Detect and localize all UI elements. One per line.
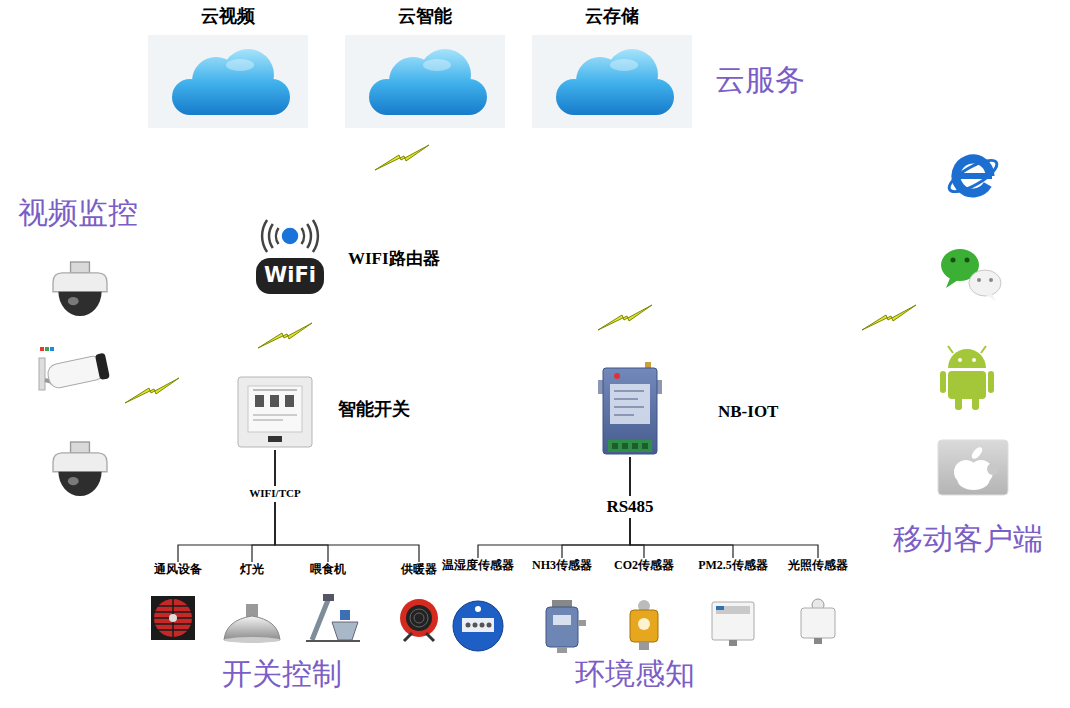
switched-device: 通风设备 bbox=[148, 562, 208, 642]
node-label: CO2传感器 bbox=[614, 558, 674, 572]
group-heading: 云服务 bbox=[715, 62, 805, 98]
node-label: 通风设备 bbox=[154, 562, 202, 576]
switched-device: 供暖器 bbox=[394, 562, 444, 642]
logo-text: WiFi bbox=[264, 263, 316, 288]
node-label: 云存储 bbox=[585, 6, 639, 28]
bus-wire bbox=[178, 450, 275, 562]
sensor: 温湿度传感器 bbox=[438, 558, 518, 654]
node-label: NB-IOT bbox=[718, 402, 778, 422]
sensor: CO2传感器 bbox=[610, 558, 678, 654]
sensor: NH3传感器 bbox=[528, 558, 596, 654]
node-label: NH3传感器 bbox=[532, 558, 592, 572]
node-label: 供暖器 bbox=[401, 562, 437, 576]
node-label: 光照传感器 bbox=[788, 558, 848, 572]
nb-iot-gateway: NB-IOT bbox=[600, 365, 784, 457]
node-label: PM2.5传感器 bbox=[698, 558, 768, 572]
bus-label: WIFI/TCP bbox=[246, 486, 303, 501]
smart-switch: 智能开关 bbox=[237, 375, 416, 450]
node-label: 温湿度传感器 bbox=[442, 558, 514, 572]
cloud-service: 云视频 bbox=[148, 6, 308, 129]
node-label: 喂食机 bbox=[310, 562, 346, 576]
sensor: 光照传感器 bbox=[784, 558, 852, 654]
cloud-service: 云存储 bbox=[532, 6, 692, 129]
group-heading: 环境感知 bbox=[575, 656, 695, 692]
label-holder: 移动客户端 bbox=[893, 521, 1043, 557]
group-heading: 视频监控 bbox=[18, 195, 138, 231]
bus-wire bbox=[630, 457, 818, 558]
edge-label-holder: WIFI/TCP bbox=[246, 486, 303, 501]
switched-device: 灯光 bbox=[222, 562, 282, 642]
node-label: 灯光 bbox=[240, 562, 264, 576]
label-holder: 云服务 bbox=[715, 62, 805, 98]
node-label: 云智能 bbox=[398, 6, 452, 28]
bus-wire bbox=[252, 450, 275, 562]
sensor: PM2.5传感器 bbox=[694, 558, 772, 654]
group-heading: 开关控制 bbox=[222, 656, 342, 692]
group-heading: 移动客户端 bbox=[893, 521, 1043, 557]
node-label: WIFI路由器 bbox=[348, 249, 440, 269]
label-holder: WiFi bbox=[264, 263, 316, 288]
bus-label: RS485 bbox=[603, 496, 656, 518]
edge-label-holder: RS485 bbox=[603, 496, 656, 518]
bus-wire bbox=[275, 450, 419, 562]
node-label: 云视频 bbox=[201, 6, 255, 28]
switched-device: 喂食机 bbox=[298, 562, 358, 642]
node-label: 智能开关 bbox=[338, 399, 410, 421]
label-holder: 环境感知 bbox=[575, 656, 695, 692]
label-holder: 视频监控 bbox=[18, 195, 138, 231]
label-holder: 开关控制 bbox=[222, 656, 342, 692]
cloud-service: 云智能 bbox=[345, 6, 505, 129]
